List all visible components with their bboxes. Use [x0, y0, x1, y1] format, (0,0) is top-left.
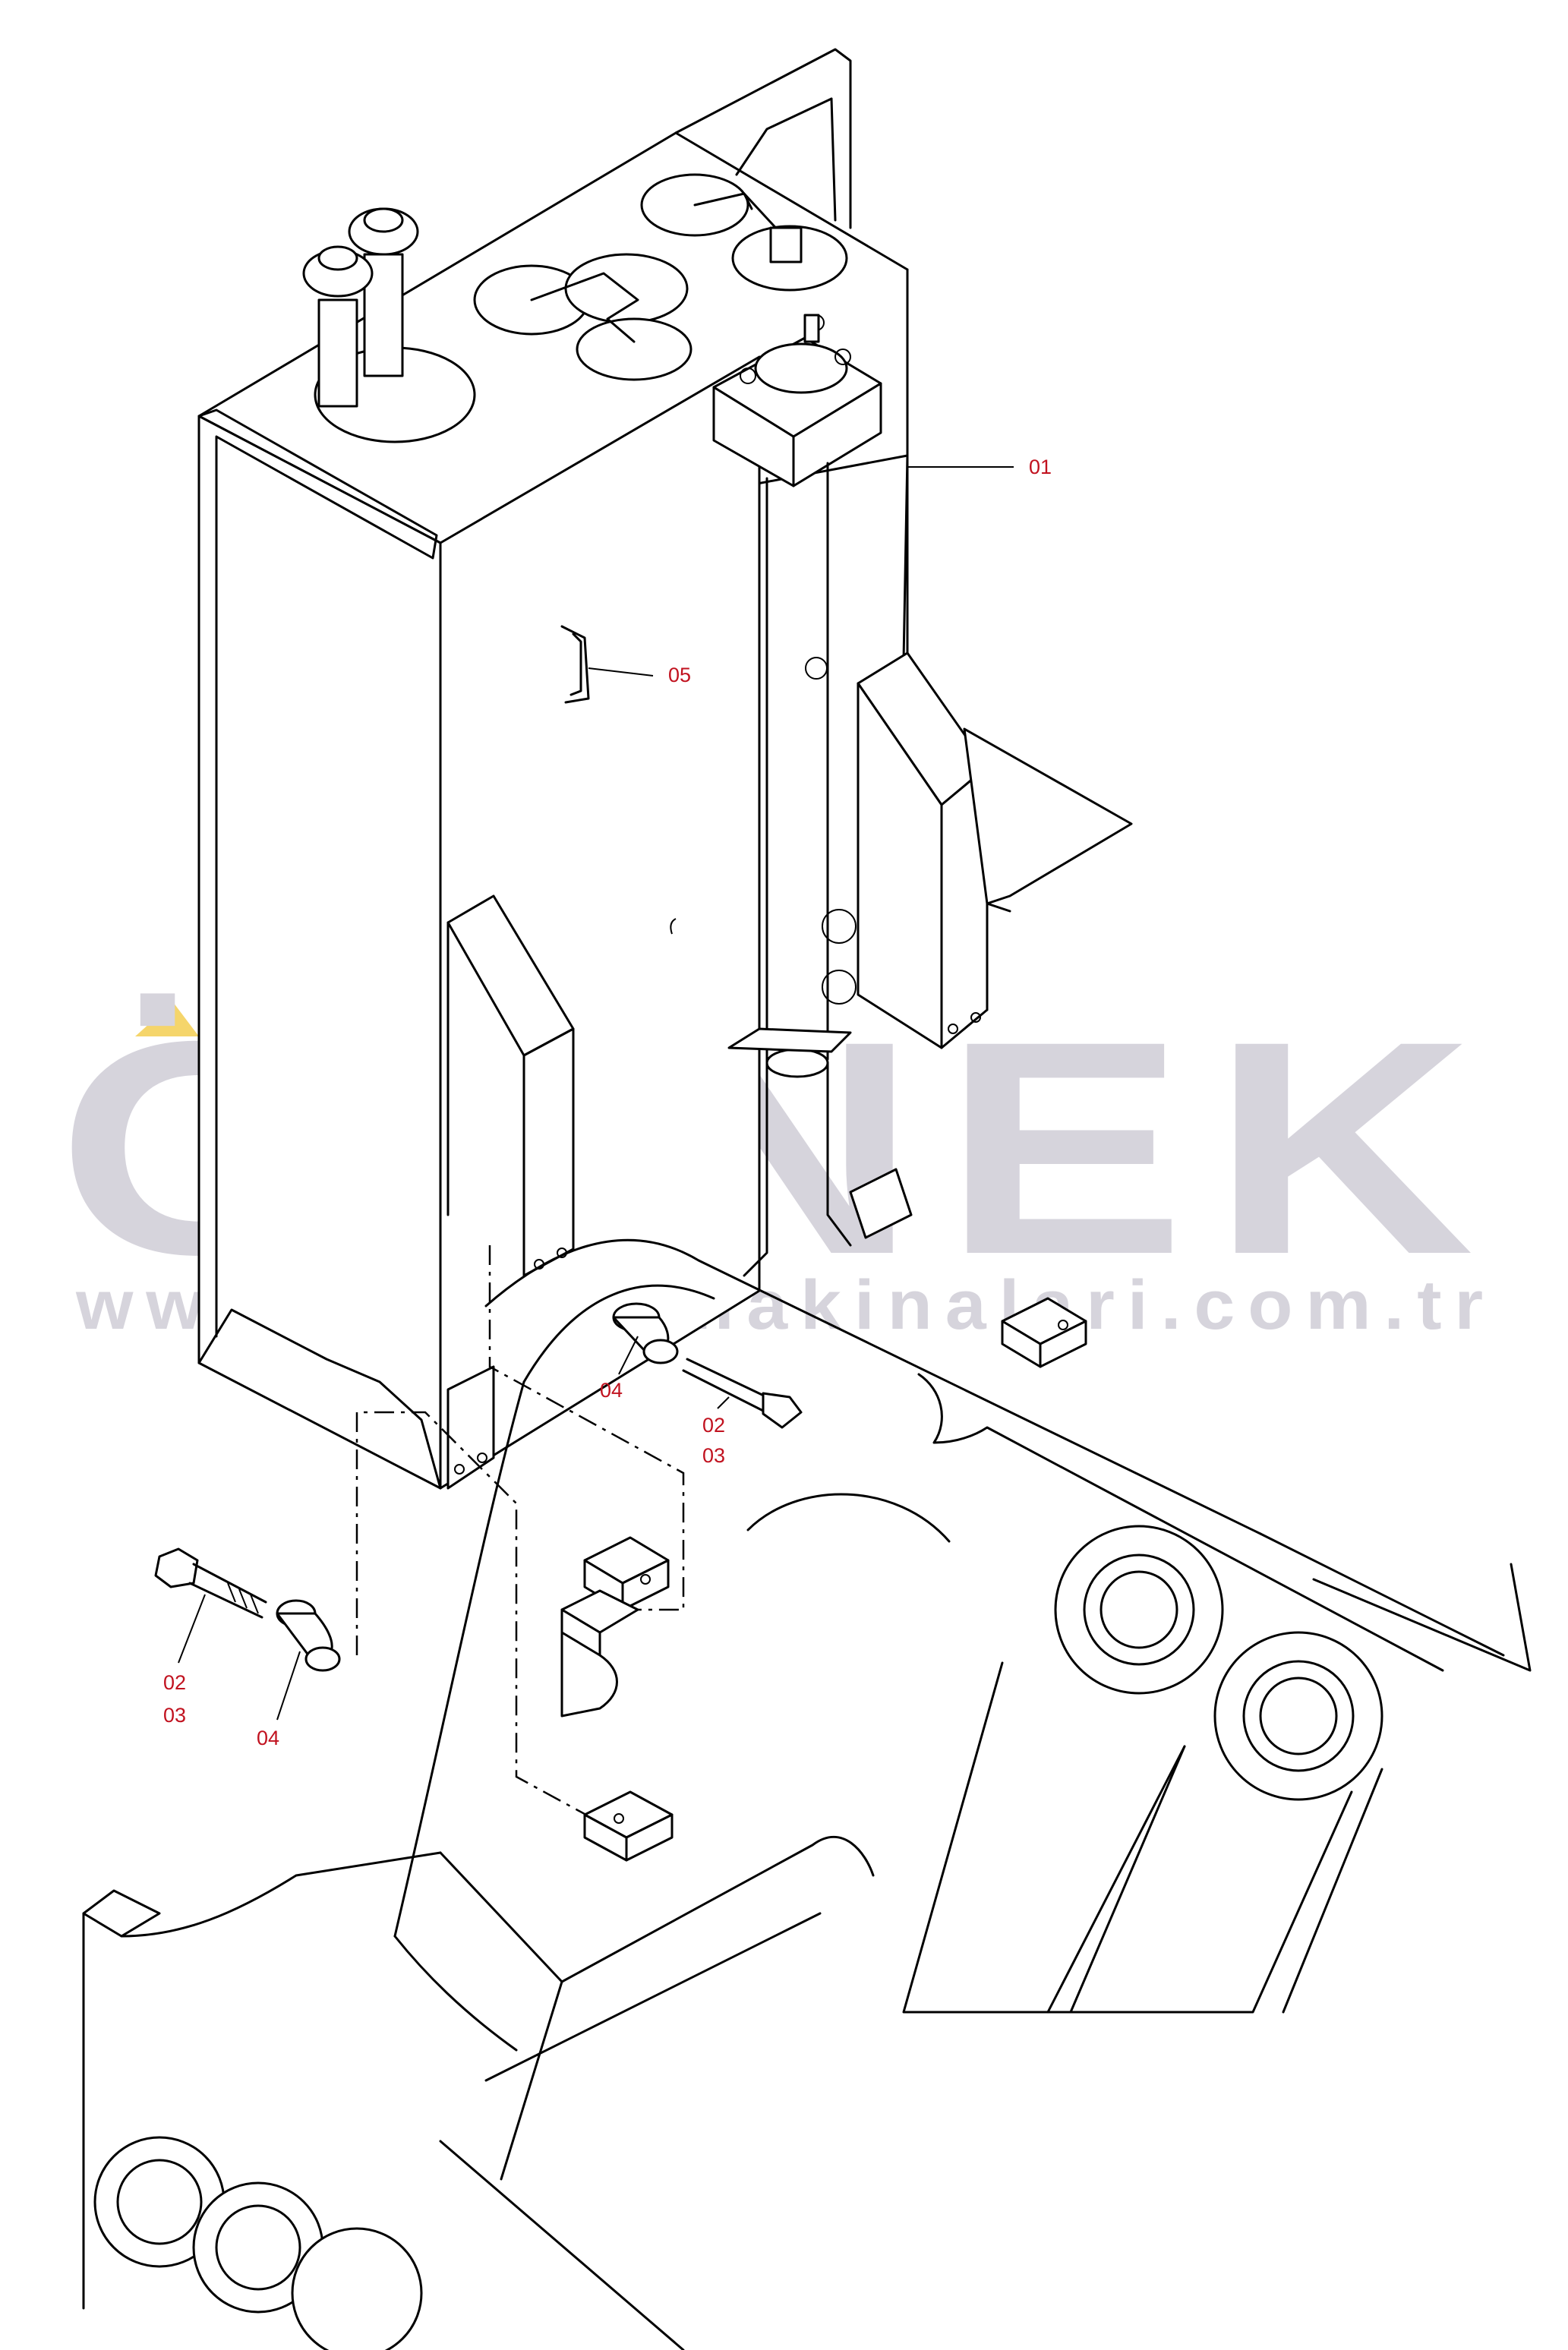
return-pipe [727, 462, 913, 1277]
centerline-left [355, 1411, 601, 1824]
tank-shelf [963, 727, 1133, 905]
pipe-clamp [849, 1168, 913, 1239]
upper-frame [82, 1238, 1532, 2350]
callout-05: 05 [668, 664, 691, 686]
boom-foot [902, 1525, 1383, 2014]
callout-01: 01 [1029, 456, 1052, 478]
callout-04-upper: 04 [600, 1379, 623, 1402]
spacer-04-upper [612, 1302, 679, 1364]
callouts: 01 05 04 02 03 02 03 04 [163, 456, 1052, 1749]
watermark-accent-left [135, 1002, 199, 1036]
hydraulic-tank [197, 48, 1133, 1490]
leader-04-lower [276, 1651, 301, 1721]
callout-02-upper: 02 [702, 1414, 725, 1437]
valve-block [712, 314, 882, 487]
mounting-hardware [154, 1245, 1087, 1862]
tank-handle [560, 625, 590, 704]
leader-05 [588, 667, 654, 677]
leader-02-upper [717, 1396, 730, 1409]
centerline-right [488, 1245, 685, 1611]
filter-caps [302, 173, 848, 443]
callout-02-lower: 02 [163, 1671, 186, 1694]
tank-edge-flange [197, 408, 438, 1338]
clamp-blocks [560, 1297, 1087, 1862]
leader-02-lower [178, 1594, 206, 1664]
leader-04-upper [618, 1336, 639, 1375]
bolt-02-lower [154, 1547, 267, 1619]
callout-03-upper: 03 [702, 1444, 725, 1467]
tank-left-face [197, 415, 442, 1490]
spacer-04-lower [276, 1599, 341, 1672]
callout-03-lower: 03 [163, 1704, 186, 1727]
tank-frame-bar [674, 48, 852, 229]
callout-04-lower: 04 [257, 1727, 279, 1749]
bolt-02-upper [682, 1358, 803, 1429]
